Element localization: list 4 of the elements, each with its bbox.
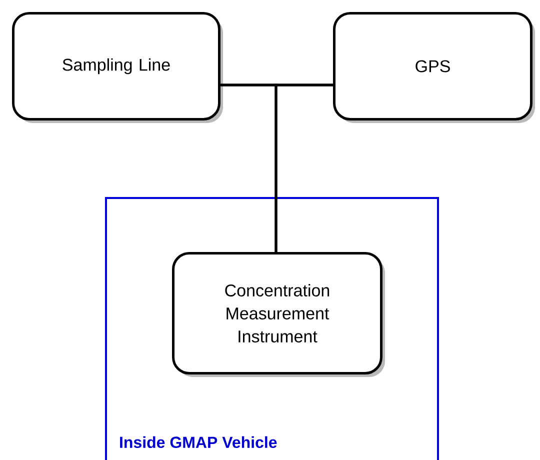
process-box: GPS — [333, 12, 532, 120]
process-box: Sampling Line — [12, 12, 220, 120]
process-box: Concentration Measurement Instrument — [172, 252, 382, 374]
connector-line — [274, 84, 333, 252]
